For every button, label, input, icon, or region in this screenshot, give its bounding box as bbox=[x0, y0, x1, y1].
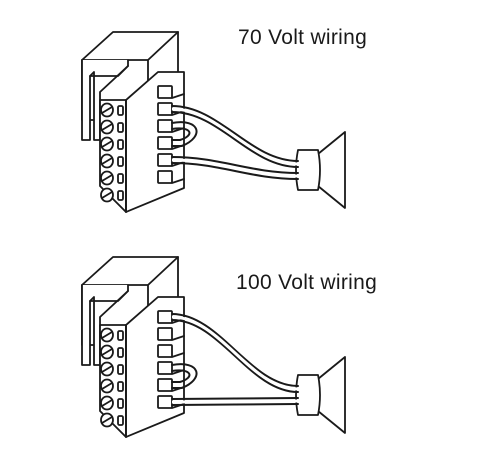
release-slot bbox=[117, 105, 124, 116]
wire-port bbox=[157, 344, 173, 358]
release-slot bbox=[117, 330, 124, 341]
speaker-magnet bbox=[295, 149, 321, 191]
wire-port-edge bbox=[171, 335, 185, 341]
label-70-volt-wiring: 70 Volt wiring bbox=[238, 26, 368, 49]
wire-port bbox=[157, 361, 173, 375]
wire-top-conductor bbox=[171, 319, 299, 393]
wire-port bbox=[157, 153, 173, 167]
speaker-magnet bbox=[295, 374, 321, 416]
screw-slot bbox=[101, 365, 113, 373]
wire-top-conductor bbox=[171, 105, 299, 162]
speaker-wires bbox=[171, 105, 299, 180]
release-slot bbox=[117, 398, 124, 409]
jumper-outer bbox=[171, 121, 198, 147]
diagram-100v bbox=[81, 256, 346, 438]
release-slot bbox=[117, 364, 124, 375]
release-slot bbox=[117, 347, 124, 358]
jumper-wire-icon bbox=[171, 363, 198, 389]
screw-slot bbox=[101, 157, 113, 165]
speaker-cone bbox=[317, 356, 346, 434]
wire-port bbox=[157, 85, 173, 99]
release-slot bbox=[117, 415, 124, 426]
wire-top-core bbox=[171, 315, 299, 391]
release-slot bbox=[117, 122, 124, 133]
wire-port-edge bbox=[171, 352, 185, 358]
connector-side-face bbox=[125, 71, 185, 213]
speaker-icon bbox=[295, 131, 346, 209]
wire-port bbox=[157, 395, 173, 409]
release-slot bbox=[117, 156, 124, 167]
wire-bottom-conductor bbox=[171, 403, 299, 406]
screw-slot bbox=[101, 382, 113, 390]
speaker-icon bbox=[295, 356, 346, 434]
jumper-outer bbox=[171, 363, 198, 389]
speaker-wires bbox=[171, 313, 299, 406]
label-100-volt-wiring: 100 Volt wiring bbox=[236, 271, 378, 294]
wire-bottom-conductor bbox=[171, 397, 299, 400]
wire-top-core bbox=[171, 107, 299, 166]
screw-slot bbox=[101, 348, 113, 356]
screw-slot bbox=[101, 331, 113, 339]
wire-port-edge bbox=[171, 93, 185, 99]
wire-top-conductor bbox=[171, 111, 299, 168]
wire-port-edge bbox=[171, 178, 185, 184]
wire-bottom-conductor bbox=[171, 162, 299, 180]
wire-port bbox=[157, 102, 173, 116]
speaker-cone bbox=[317, 131, 346, 209]
screw-slot bbox=[101, 399, 113, 407]
wire-top-conductor bbox=[171, 313, 299, 387]
wire-bottom-core bbox=[171, 399, 299, 404]
screw-slot bbox=[101, 416, 113, 424]
wire-port bbox=[157, 170, 173, 184]
wire-port bbox=[157, 378, 173, 392]
mounting-tab-edge bbox=[89, 290, 129, 302]
screw-slot bbox=[101, 106, 113, 114]
terminal-block-icon bbox=[81, 256, 185, 438]
jumper-inner bbox=[171, 127, 191, 141]
terminal-block-icon bbox=[81, 31, 185, 213]
screw-slot bbox=[101, 191, 113, 199]
screw-slot bbox=[101, 140, 113, 148]
wire-port bbox=[157, 327, 173, 341]
screw-slot bbox=[101, 123, 113, 131]
mounting-tab-edge bbox=[89, 65, 129, 77]
release-slot bbox=[117, 190, 124, 201]
jumper-wire-icon bbox=[171, 121, 198, 147]
diagram-70v bbox=[81, 31, 346, 213]
screw-slot bbox=[101, 174, 113, 182]
jumper-inner bbox=[171, 369, 191, 383]
wire-bottom-core bbox=[171, 158, 299, 178]
release-slot bbox=[117, 173, 124, 184]
wire-bottom-conductor bbox=[171, 156, 299, 174]
wire-port bbox=[157, 119, 173, 133]
wire-port bbox=[157, 310, 173, 324]
wire-port bbox=[157, 136, 173, 150]
release-slot bbox=[117, 381, 124, 392]
release-slot bbox=[117, 139, 124, 150]
